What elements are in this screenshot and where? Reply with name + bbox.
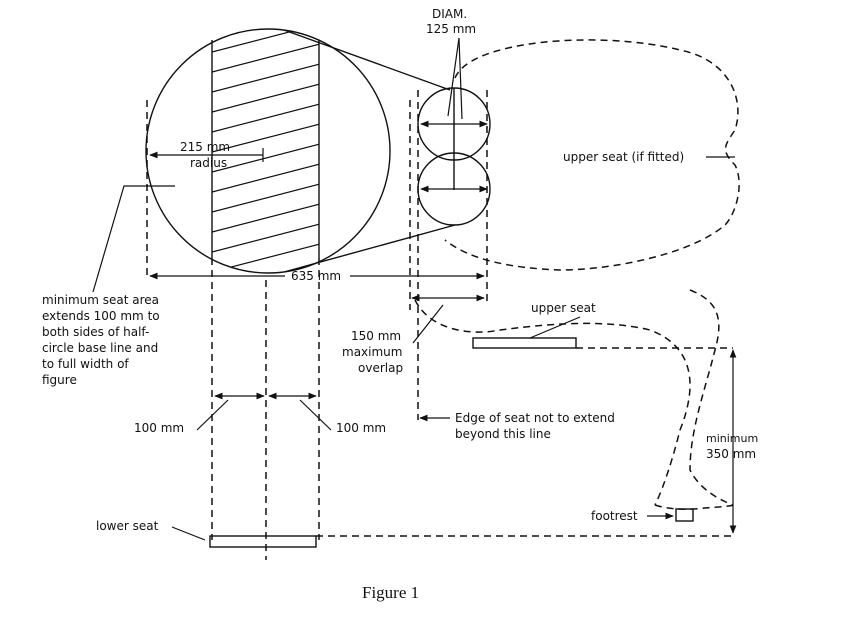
- left-100mm-label: 100 mm: [134, 421, 184, 435]
- overlap-line-2: maximum: [342, 345, 402, 359]
- min-area-line-6: figure: [42, 373, 77, 387]
- upper-seat-bar: [472, 337, 577, 349]
- right-100mm-label: 100 mm: [336, 421, 386, 435]
- upper-seat-occupant-outline: [444, 39, 740, 271]
- upper-leg-outline: [414, 299, 691, 506]
- lower-seat-label: lower seat: [96, 519, 159, 533]
- width-label: 635 mm: [291, 269, 341, 283]
- footrest-box: [675, 508, 694, 522]
- min-area-line-4: circle base line and: [42, 341, 158, 355]
- small-circles: [417, 37, 491, 226]
- min-area-line-5: to full width of: [42, 357, 129, 371]
- radius-label-line1: 215 mm: [180, 140, 230, 154]
- radius-label-line2: radius: [190, 156, 227, 170]
- hatched-band: [211, 29, 320, 273]
- upper-seat-label: upper seat: [531, 301, 596, 315]
- edge-line-1: Edge of seat not to extend: [455, 411, 615, 425]
- min-height-line-1: minimum: [706, 432, 758, 445]
- overlap-line-3: overlap: [358, 361, 403, 375]
- figure-caption: Figure 1: [362, 583, 419, 602]
- upper-seat-fitted-label: upper seat (if fitted): [563, 150, 684, 164]
- edge-line-2: beyond this line: [455, 427, 551, 441]
- upper-leg-outline-2: [689, 289, 734, 506]
- min-area-line-1: minimum seat area: [42, 293, 159, 307]
- overlap-line-1: 150 mm: [351, 329, 401, 343]
- diam-label-line2: 125 mm: [426, 22, 476, 36]
- min-height-line-2: 350 mm: [706, 447, 756, 461]
- foot-outline: [654, 504, 736, 510]
- dashed-guides: [146, 90, 488, 560]
- min-area-line-3: both sides of half-: [42, 325, 149, 339]
- diam-label-line1: DIAM.: [432, 7, 467, 21]
- lower-seat-bar: [209, 535, 317, 548]
- footrest-label: footrest: [591, 509, 638, 523]
- min-area-line-2: extends 100 mm to: [42, 309, 160, 323]
- head-outline: [145, 28, 456, 274]
